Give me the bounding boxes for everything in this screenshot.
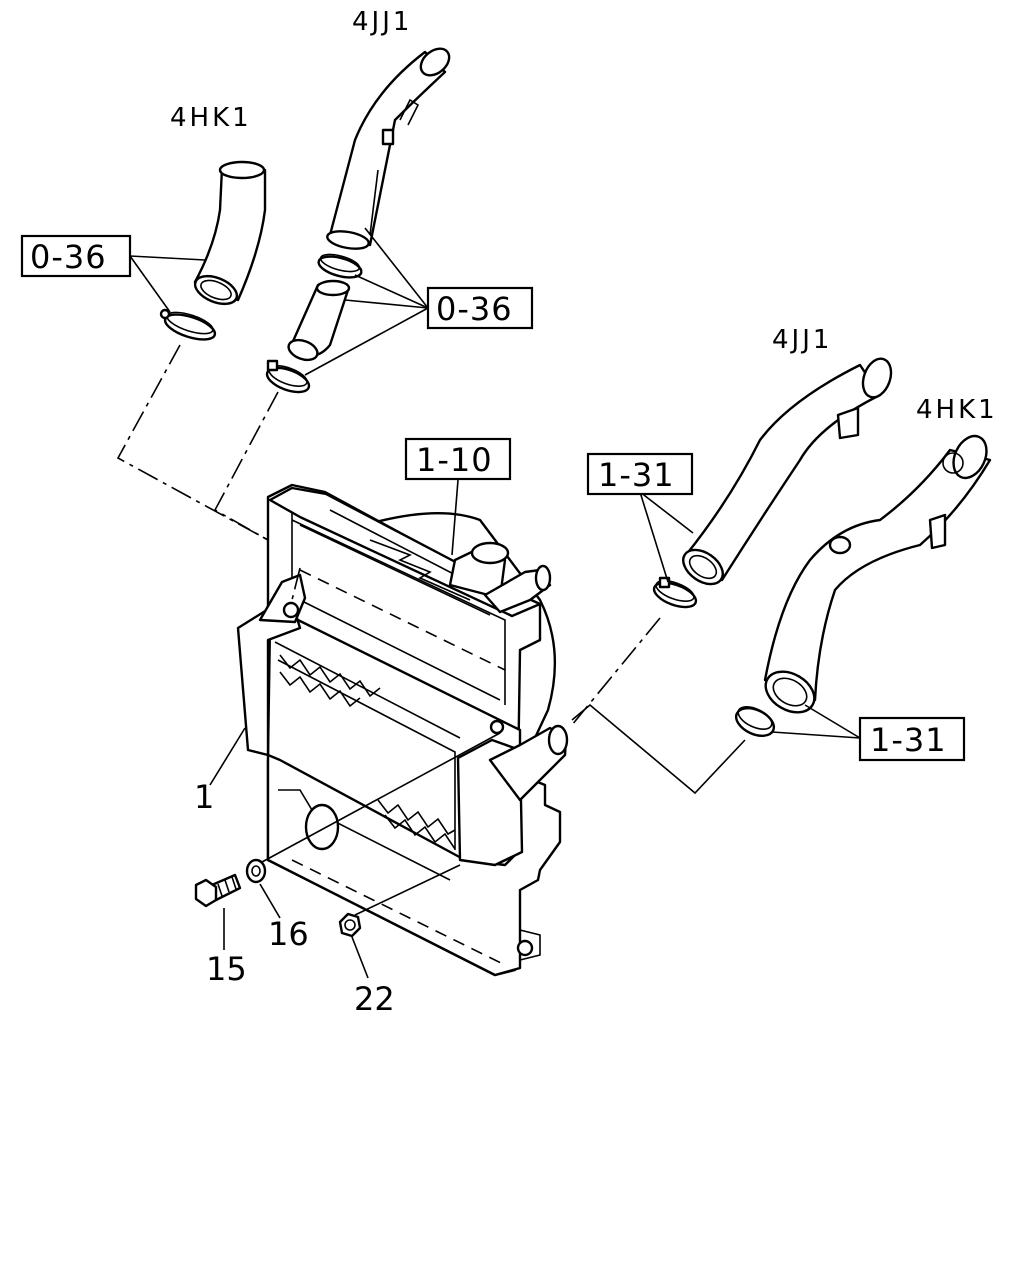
part-number-1: 1: [194, 778, 214, 816]
nut: [338, 912, 362, 938]
leader-lines: [116, 227, 861, 979]
clamp-center-upper: [317, 253, 363, 279]
hose-center-short: [287, 279, 351, 362]
hose-4hk1-left: [193, 160, 267, 306]
part-number-15: 15: [206, 950, 247, 988]
ref-text-1-10: 1-10: [416, 441, 493, 479]
clamp-left: [159, 308, 217, 341]
label-4jj1-right: 4JJ1: [772, 325, 832, 355]
washer: [245, 858, 267, 884]
part-number-22: 22: [354, 980, 395, 1018]
ref-box-1-10: 1-10: [404, 437, 512, 481]
intercooler-core: [236, 573, 569, 867]
ref-text-1-31-upper: 1-31: [598, 456, 675, 494]
clamp-right-upper: [652, 576, 698, 609]
pipe-4jj1-top: [326, 47, 451, 250]
pipe-4jj1-right: [682, 357, 893, 586]
label-4hk1-left: 4HK1: [170, 103, 252, 133]
ref-text-0-36-left: 0-36: [30, 238, 107, 276]
ref-text-0-36-center: 0-36: [436, 290, 513, 328]
ref-box-0-36-left: 0-36: [20, 234, 132, 278]
clamp-center-lower: [265, 359, 311, 394]
label-4hk1-right: 4HK1: [916, 395, 998, 425]
ref-box-1-31-lower: 1-31: [858, 716, 966, 762]
clamp-right-lower: [734, 706, 776, 737]
ref-box-0-36-center: 0-36: [426, 286, 534, 330]
ref-box-1-31-upper: 1-31: [586, 452, 694, 496]
part-number-16: 16: [268, 915, 309, 953]
bolt: [194, 873, 242, 908]
pipe-4hk1-right: [763, 434, 992, 714]
ref-text-1-31-lower: 1-31: [870, 721, 947, 759]
label-4jj1-top: 4JJ1: [352, 7, 412, 37]
